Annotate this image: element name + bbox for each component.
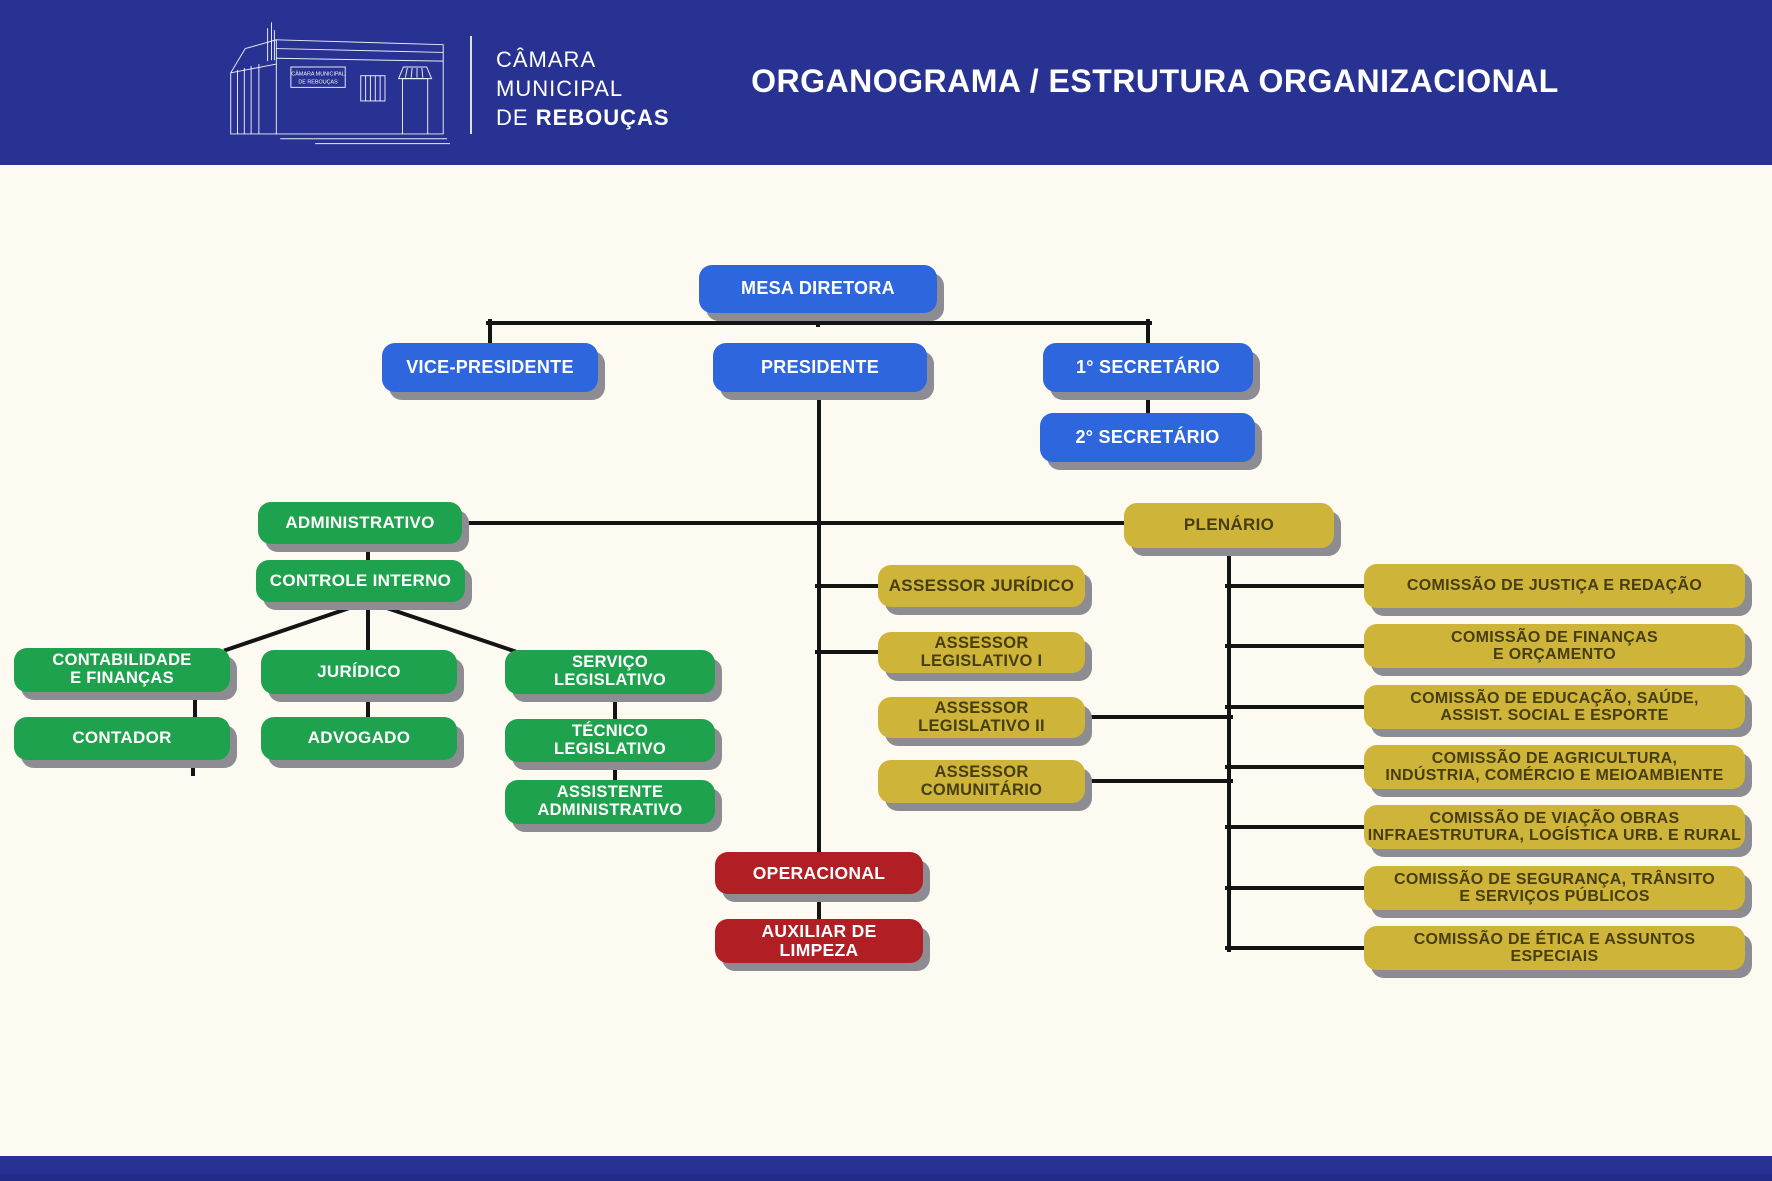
node-comissao-justica-redacao: COMISSÃO DE JUSTIÇA E REDAÇÃO [1364, 564, 1745, 608]
node-contador: CONTADOR [14, 717, 230, 760]
building-sign-line2: DE REBOUÇAS [298, 79, 338, 85]
node-mesa-diretora: MESA DIRETORA [699, 265, 937, 313]
node-label-line: INDÚSTRIA, COMÉRCIO E MEIOAMBIENTE [1385, 767, 1724, 784]
footer-accent-stripe [0, 1174, 1772, 1181]
node-assessor-juridico: ASSESSOR JURÍDICO [878, 565, 1085, 607]
node-label-line: 1° SECRETÁRIO [1075, 356, 1221, 377]
node-label-line: COMISSÃO DE FINANÇAS [1451, 628, 1658, 646]
node-label-line: CONTABILIDADE [52, 651, 192, 670]
node-label-line: INFRAESTRUTURA, LOGÍSTICA URB. E RURAL [1367, 827, 1742, 844]
node-label-line: CONTADOR [72, 728, 172, 748]
building-sign-line1: CÂMARA MUNICIPAL [291, 71, 345, 78]
brand-divider [470, 36, 472, 134]
node-label-line: COMISSÃO DE EDUCAÇÃO, SAÚDE, [1410, 689, 1699, 707]
node-label-line: ADMINISTRATIVO [537, 801, 683, 819]
node-label-line: AUXILIAR DE [761, 921, 877, 942]
node-label-line: MESA DIRETORA [741, 278, 895, 299]
node-label-line: ADVOGADO [307, 728, 411, 748]
node-label-line: ASSESSOR JURÍDICO [888, 575, 1075, 595]
node-label-line: COMISSÃO DE ÉTICA E ASSUNTOS [1413, 930, 1696, 948]
node-label-line: OPERACIONAL [752, 862, 886, 883]
node-label-line: SERVIÇO [571, 653, 649, 672]
node-presidente: PRESIDENTE [713, 343, 927, 392]
building-illustration-icon: CÂMARA MUNICIPAL DE REBOUÇAS [230, 22, 450, 145]
node-label-line: E SERVIÇOS PÚBLICOS [1459, 888, 1650, 905]
node-controle-interno: CONTROLE INTERNO [256, 560, 465, 602]
node-label-line: PRESIDENTE [760, 356, 880, 377]
node-label-line: COMISSÃO DE SEGURANÇA, TRÂNSITO [1393, 870, 1716, 888]
node-label-line: COMUNITÁRIO [920, 780, 1043, 799]
node-label-line: COMISSÃO DE AGRICULTURA, [1431, 749, 1678, 767]
node-label-line: ASSISTENTE [556, 783, 664, 802]
node-comissao-educacao-saude: COMISSÃO DE EDUCAÇÃO, SAÚDE,ASSIST. SOCI… [1364, 685, 1745, 729]
node-label-line: VICE-PRESIDENTE [406, 356, 574, 377]
node-primeiro-secretario: 1° SECRETÁRIO [1043, 343, 1253, 392]
node-label-line: LEGISLATIVO [553, 671, 667, 689]
node-label-line: ASSESSOR [934, 698, 1029, 717]
node-label-line: ASSIST. SOCIAL E ESPORTE [1440, 707, 1669, 724]
node-label-line: COMISSÃO DE VIAÇÃO OBRAS [1429, 809, 1680, 827]
connector-line [223, 598, 373, 653]
brand-line1: CÂMARA [496, 47, 597, 72]
node-label-line: 2° SECRETÁRIO [1075, 426, 1220, 447]
node-plenario: PLENÁRIO [1124, 503, 1334, 548]
node-label-line: ASSESSOR [934, 633, 1029, 652]
header-bar: CÂMARA MUNICIPAL DE REBOUÇAS CÂMARA MUNI… [0, 0, 1772, 165]
brand-wordmark: CÂMARA MUNICIPAL DE REBOUÇAS [496, 45, 670, 132]
brand-line2: MUNICIPAL [496, 76, 624, 101]
node-label-line: LEGISLATIVO [553, 739, 667, 758]
node-label-line: LEGISLATIVO I [920, 651, 1043, 670]
node-label-line: JURÍDICO [317, 661, 401, 681]
node-label-line: E FINANÇAS [70, 669, 174, 687]
node-label-line: LEGISLATIVO II [918, 716, 1045, 735]
node-label-line: LIMPEZA [779, 940, 859, 960]
node-label-line: PLENÁRIO [1183, 515, 1275, 535]
node-administrativo: ADMINISTRATIVO [258, 502, 462, 544]
node-label-line: E ORÇAMENTO [1492, 646, 1616, 663]
node-label-line: ADMINISTRATIVO [285, 512, 435, 532]
node-advogado: ADVOGADO [261, 717, 457, 760]
node-operacional: OPERACIONAL [715, 852, 923, 894]
node-segundo-secretario: 2° SECRETÁRIO [1040, 413, 1255, 462]
page-title: ORGANOGRAMA / ESTRUTURA ORGANIZACIONAL [751, 63, 1559, 99]
node-label-line: ASSESSOR [934, 762, 1029, 781]
node-label-line: COMISSÃO DE JUSTIÇA E REDAÇÃO [1406, 577, 1703, 595]
footer-bar [0, 1156, 1772, 1181]
node-comissao-agricultura: COMISSÃO DE AGRICULTURA,INDÚSTRIA, COMÉR… [1364, 745, 1745, 789]
brand-line3: DE REBOUÇAS [496, 105, 670, 130]
node-vice-presidente: VICE-PRESIDENTE [382, 343, 598, 392]
node-label-line: ESPECIAIS [1510, 948, 1599, 965]
connector-line [363, 598, 517, 654]
node-label-line: TÉCNICO [571, 721, 649, 740]
node-label-line: CONTROLE INTERNO [269, 570, 452, 590]
node-juridico: JURÍDICO [261, 650, 457, 694]
